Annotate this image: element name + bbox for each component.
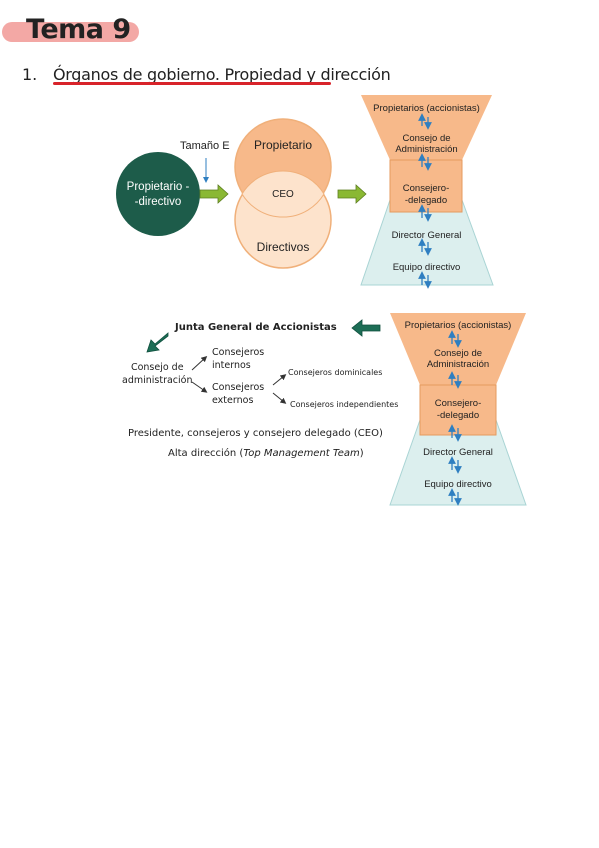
hg1-management-team: Equipo directivo xyxy=(392,262,461,273)
green-arrow-down-left xyxy=(146,332,169,353)
size-label: Tamaño E xyxy=(180,140,230,152)
hg1-owners: Propietarios (accionistas) xyxy=(373,103,480,114)
dominical-label: Consejeros dominicales xyxy=(288,368,383,377)
owner-manager-circle xyxy=(116,152,200,236)
hg2-general-director: Director General xyxy=(423,447,493,458)
hg2-ceo: Consejero--delegado xyxy=(434,398,482,421)
directivos-label: Directivos xyxy=(256,240,310,254)
hg2-owners: Propietarios (accionistas) xyxy=(404,320,512,331)
ceo-label: CEO xyxy=(272,189,294,200)
summary-label: Presidente, consejeros y consejero deleg… xyxy=(128,428,383,439)
hg2-management-team: Equipo directivo xyxy=(424,479,492,490)
green-arrow-1 xyxy=(199,184,229,204)
owner-manager-label: Propietario - -directivo xyxy=(126,181,190,208)
heading-text: Órganos de gobierno. Propiedad y direcci… xyxy=(53,65,391,84)
hg1-ceo: Consejero--delegado xyxy=(402,183,450,206)
title-highlight xyxy=(2,22,139,42)
assembly-label: Junta General de Accionistas xyxy=(175,322,337,333)
heading-underline xyxy=(53,82,331,85)
propietario-label: Propietario xyxy=(253,138,313,152)
page-title: Tema 9 xyxy=(26,14,131,45)
independent-label: Consejeros independientes xyxy=(290,400,399,409)
ceo-overlap xyxy=(241,170,325,218)
hourglass-top-2 xyxy=(390,313,526,385)
heading-number: 1. xyxy=(22,65,38,84)
hg1-general-director: Director General xyxy=(391,230,462,241)
green-arrow-2 xyxy=(337,184,367,204)
green-arrow-left-1 xyxy=(351,319,381,337)
top-management-label: Alta dirección (Top Management Team) xyxy=(168,448,364,459)
